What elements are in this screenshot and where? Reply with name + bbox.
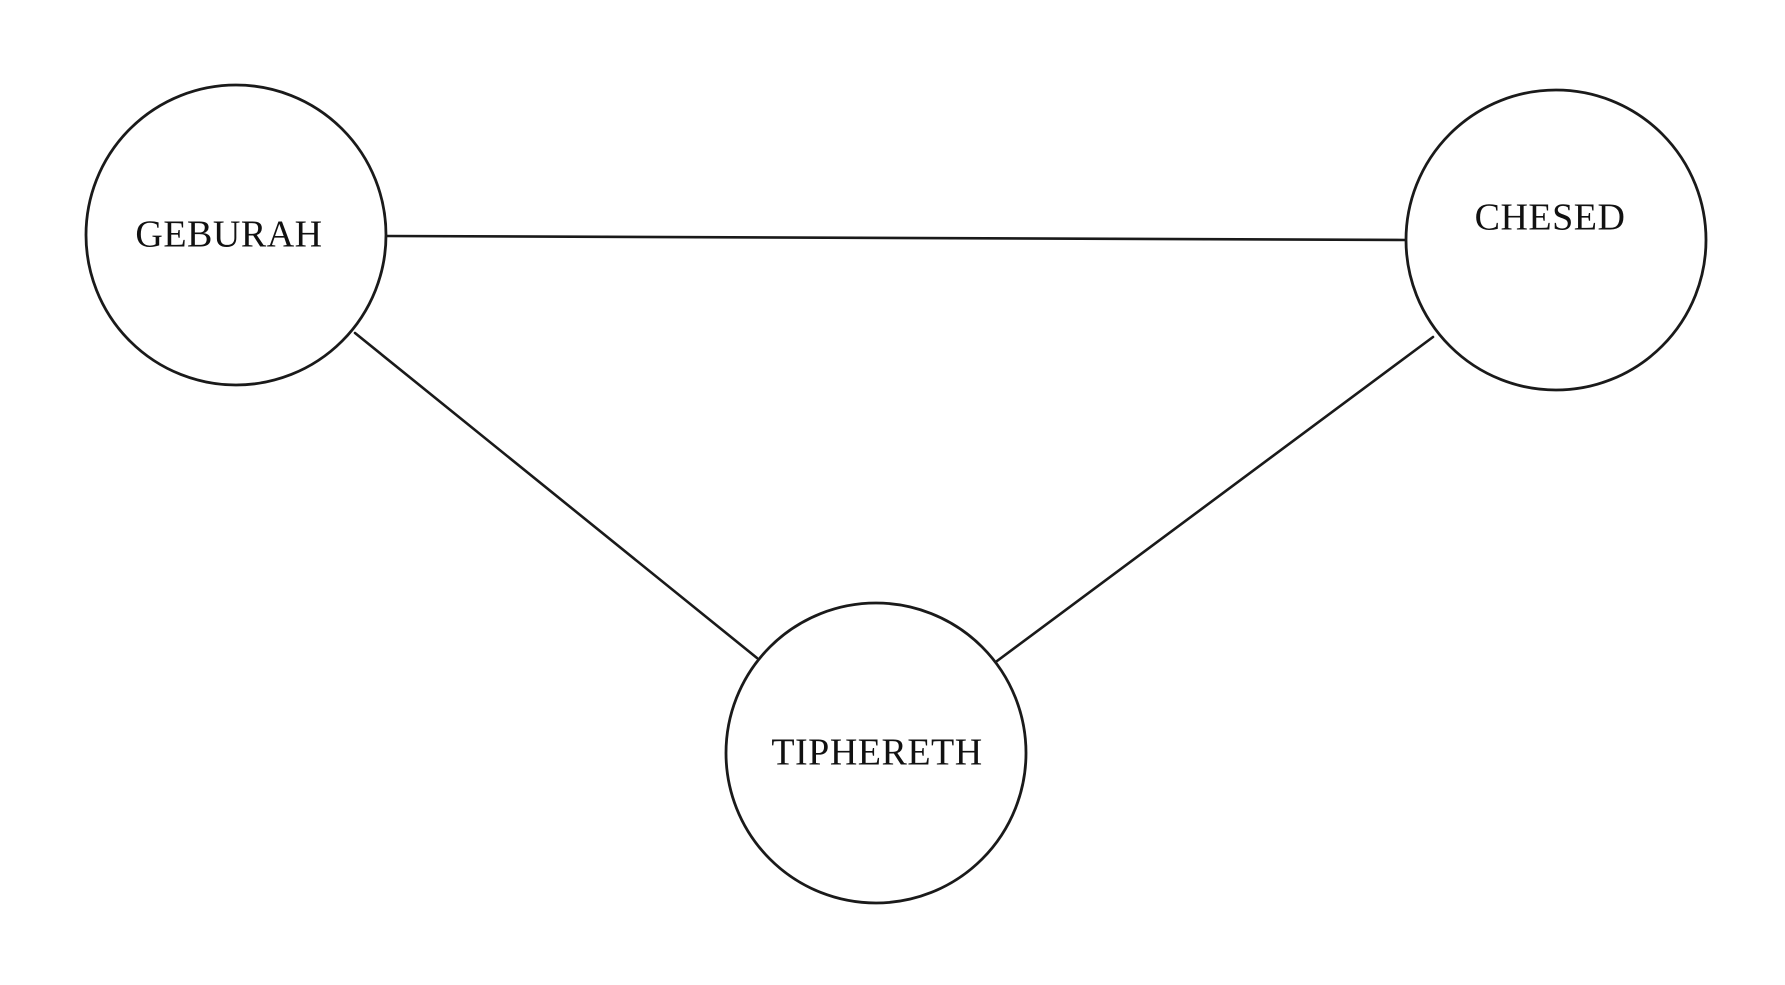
node-tiphereth-label: TIPHERETH — [771, 732, 982, 774]
node-chesed: CHESED — [1404, 88, 1708, 392]
edge-chesed-tiphereth — [991, 335, 1435, 666]
node-chesed-circle — [1404, 88, 1708, 392]
node-geburah-circle — [84, 83, 388, 387]
node-geburah: GEBURAH — [84, 83, 388, 387]
node-tiphereth-circle — [724, 601, 1028, 905]
node-geburah-label: GEBURAH — [135, 214, 322, 256]
edge-geburah-tiphereth — [353, 331, 759, 660]
node-tiphereth: TIPHERETH — [724, 601, 1028, 905]
edge-geburah-chesed — [384, 234, 1408, 242]
node-chesed-label: CHESED — [1475, 197, 1626, 239]
